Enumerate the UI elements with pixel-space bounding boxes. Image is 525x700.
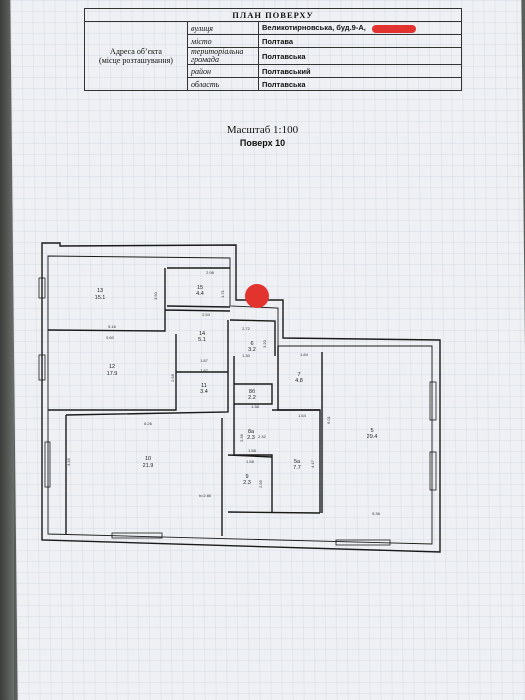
room-7-number: 7 <box>297 372 300 378</box>
room-15-number: 15 <box>197 285 203 291</box>
dim-label: 3.20 <box>262 339 267 348</box>
dim-label: 1.64 <box>298 413 307 418</box>
room-14-number: 14 <box>199 331 205 337</box>
dim-label: 6.26 <box>144 421 153 426</box>
dim-label: 2.95 <box>258 479 263 488</box>
dim-label: 1.87 <box>200 368 209 373</box>
dim-label: 2.36 <box>239 433 244 442</box>
room-13-number: 13 <box>97 288 103 294</box>
room-7-area: 4.8 <box>295 378 303 384</box>
region-value: Полтавська <box>258 77 462 91</box>
room-9-number: 9 <box>245 474 248 480</box>
dim-label: 5.36 <box>372 511 381 516</box>
dim-label: 1.58 <box>246 459 255 464</box>
dim-label: 3.45 <box>66 457 71 466</box>
room-14-area: 5.1 <box>198 337 206 343</box>
room-11-number: 11 <box>201 383 207 389</box>
address-table: ПЛАН ПОВЕРХУ Адреса об’єкта (місце розта… <box>84 8 462 91</box>
room-8b-number: 8б <box>249 389 255 395</box>
dim-label: 5.16 <box>108 324 117 329</box>
room-5a-area: 7.7 <box>293 465 301 471</box>
redaction-mark <box>371 24 416 33</box>
floor-label: Поверх 10 <box>239 138 286 148</box>
room-5a-number: 5а <box>294 459 301 465</box>
dim-label: 6.01 <box>326 415 331 424</box>
dim-label: 2.72 <box>242 326 251 331</box>
dim-label: 2.32 <box>258 434 267 439</box>
ceiling-height-label: h=2.80 <box>199 493 212 498</box>
room-11-area: 3.4 <box>200 389 208 395</box>
dim-label: 2.98 <box>206 270 215 275</box>
region-label: область <box>187 77 259 91</box>
dim-label: 2.58 <box>170 373 175 382</box>
dim-label: 1.58 <box>248 448 257 453</box>
dim-label: 5.60 <box>106 335 115 340</box>
dim-label: 4.17 <box>310 459 315 468</box>
scale-label: Масштаб 1:100 <box>226 124 299 136</box>
address-label: Адреса об’єкта (місце розташування) <box>84 21 188 91</box>
room-8a-number: 8а <box>248 429 255 435</box>
page-shadow <box>0 0 14 700</box>
dim-label: 1.30 <box>242 353 251 358</box>
dim-label: 1.87 <box>200 358 209 363</box>
room-10-area: 21.9 <box>143 463 154 469</box>
room-5-area: 29.4 <box>367 434 378 440</box>
dim-label: 2.54 <box>202 312 211 317</box>
room-12-area: 17.9 <box>107 371 118 377</box>
location-marker <box>245 284 269 308</box>
room-9-area: 2.3 <box>243 480 251 486</box>
room-8a-area: 2.3 <box>247 435 255 441</box>
room-6-area: 3.2 <box>248 347 256 353</box>
room-5-number: 5 <box>370 428 373 434</box>
dim-label: 1.38 <box>251 404 260 409</box>
room-6-number: 6 <box>250 341 253 347</box>
room-12-number: 12 <box>109 364 115 370</box>
room-13-area: 15.1 <box>95 295 106 301</box>
street-text: Великотирновська, буд.9-А, <box>262 23 366 33</box>
room-10-number: 10 <box>145 456 151 462</box>
dim-label: 1.71 <box>220 289 225 298</box>
dim-label: 3.90 <box>153 291 158 300</box>
room-8b-area: 2.2 <box>248 395 256 401</box>
dim-label: 1.84 <box>300 352 309 357</box>
room-15-area: 4.4 <box>196 291 204 297</box>
